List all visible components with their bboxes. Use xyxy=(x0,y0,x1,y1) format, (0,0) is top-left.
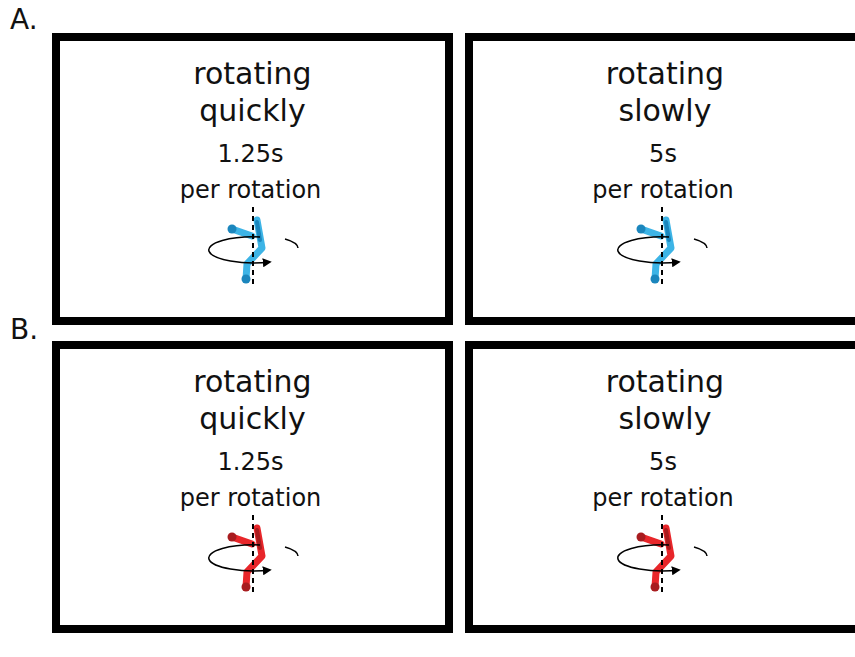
rotating-object-red-slow xyxy=(618,515,707,595)
rotation-unit: per rotation xyxy=(60,483,441,513)
panel-heading: rotating slowly xyxy=(565,55,765,129)
rotating-object-red-fast xyxy=(209,515,298,595)
rotation-unit: per rotation xyxy=(473,175,853,205)
panel-heading: rotating quickly xyxy=(153,363,353,437)
panel-heading: rotating slowly xyxy=(565,363,765,437)
rotation-unit: per rotation xyxy=(473,483,853,513)
rotating-object-blue-slow xyxy=(618,207,707,287)
rotation-unit: per rotation xyxy=(60,175,441,205)
panel-heading: rotating quickly xyxy=(153,55,353,129)
condition-panel: rotating quickly 1.25s per rotation xyxy=(52,341,453,633)
condition-panel: rotating slowly 5s per rotation xyxy=(465,341,855,633)
rotation-time: 1.25s xyxy=(60,139,441,169)
rotation-time: 1.25s xyxy=(60,447,441,477)
rotating-object-blue-fast xyxy=(209,207,298,287)
rotation-time: 5s xyxy=(473,447,853,477)
condition-panel: rotating slowly 5s per rotation xyxy=(465,33,855,325)
panel-letter: B. xyxy=(10,314,38,346)
rotation-time: 5s xyxy=(473,139,853,169)
condition-panel: rotating quickly 1.25s per rotation xyxy=(52,33,453,325)
panel-letter: A. xyxy=(10,4,38,36)
